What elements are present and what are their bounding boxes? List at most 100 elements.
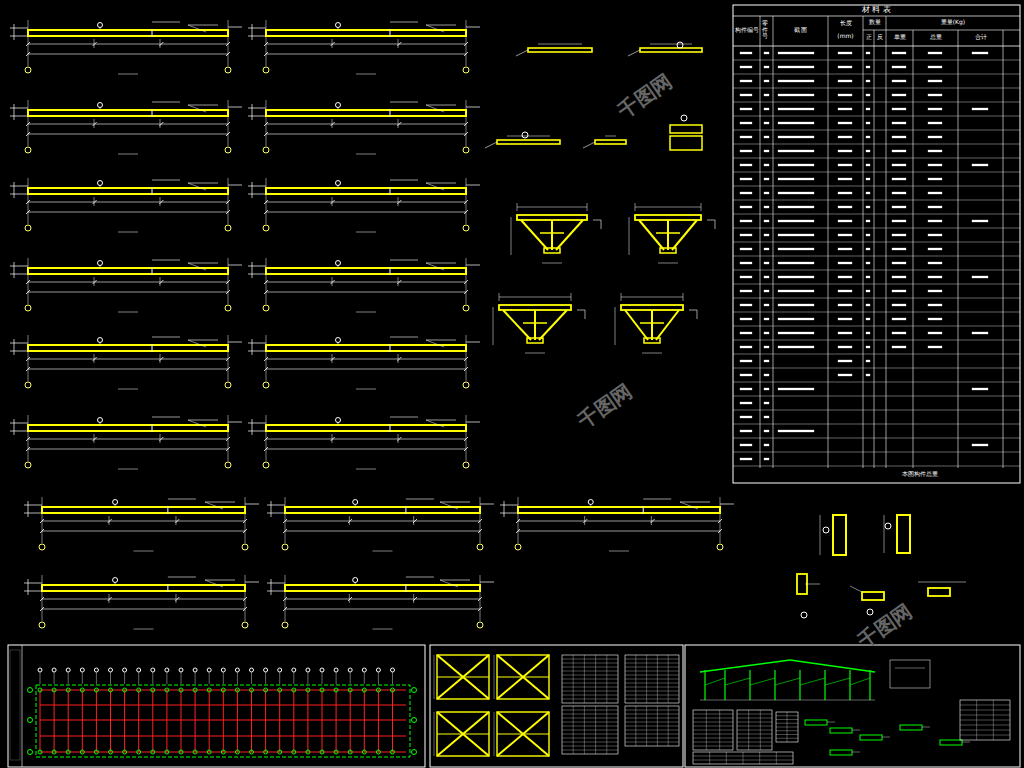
cad-line bbox=[283, 597, 287, 601]
cad-rect bbox=[740, 150, 752, 152]
cad-line bbox=[523, 322, 547, 324]
cad-line bbox=[583, 519, 587, 523]
cad-rect bbox=[28, 268, 228, 274]
cad-line bbox=[625, 734, 679, 735]
cad-rect bbox=[892, 346, 906, 348]
cad-line bbox=[332, 119, 333, 128]
cad-line bbox=[10, 351, 28, 352]
cad-line bbox=[625, 663, 679, 664]
cad-line bbox=[267, 583, 285, 584]
cad-line bbox=[248, 28, 266, 29]
cad-line bbox=[264, 200, 268, 204]
cad-circle bbox=[376, 688, 380, 692]
cad-line bbox=[252, 24, 253, 40]
cad-rect bbox=[838, 122, 852, 124]
cad-line bbox=[562, 714, 618, 715]
cad-line bbox=[279, 690, 280, 752]
cad-line bbox=[40, 719, 406, 720]
cad-circle bbox=[336, 103, 341, 108]
cad-circle bbox=[38, 668, 42, 672]
cad-line bbox=[960, 730, 1010, 731]
cad-line bbox=[331, 122, 335, 126]
cad-line bbox=[790, 660, 875, 672]
cad-rect bbox=[778, 178, 814, 180]
cad-circle bbox=[98, 103, 103, 108]
cad-rect bbox=[778, 346, 814, 348]
cad-line bbox=[733, 410, 1020, 411]
cad-circle bbox=[334, 668, 338, 672]
cad-line bbox=[525, 353, 545, 354]
cad-line bbox=[1003, 30, 1004, 468]
cad-line bbox=[405, 506, 406, 514]
cad-circle bbox=[250, 668, 254, 672]
cad-line bbox=[466, 185, 480, 186]
cad-line bbox=[733, 326, 1020, 327]
cad-line bbox=[356, 312, 376, 313]
cad-line bbox=[583, 142, 595, 148]
cad-line bbox=[188, 25, 206, 32]
cad-line bbox=[922, 727, 930, 728]
cad-line bbox=[715, 220, 716, 229]
cad-rect bbox=[764, 430, 769, 432]
cad-rect bbox=[838, 290, 852, 292]
cad-rect bbox=[740, 248, 752, 250]
cad-rect bbox=[866, 262, 870, 264]
cad-line bbox=[54, 690, 55, 752]
cad-rect bbox=[838, 346, 852, 348]
cad-line bbox=[252, 182, 253, 198]
cad-rect bbox=[892, 94, 906, 96]
cad-line bbox=[556, 220, 583, 250]
cad-line bbox=[392, 672, 393, 684]
cad-rect bbox=[890, 660, 930, 688]
cad-line bbox=[787, 712, 788, 742]
cad-rect bbox=[740, 108, 752, 110]
cad-line bbox=[40, 519, 44, 523]
cad-line bbox=[625, 710, 679, 711]
cad-line bbox=[26, 42, 30, 46]
cad-line bbox=[625, 687, 679, 688]
cad-line bbox=[348, 597, 352, 601]
cad-rect bbox=[670, 136, 702, 150]
cad-line bbox=[657, 706, 658, 746]
table-header: 构件编号 bbox=[733, 27, 760, 34]
cad-line bbox=[42, 531, 245, 532]
cad-line bbox=[590, 505, 591, 508]
cad-line bbox=[426, 340, 444, 347]
cad-line bbox=[390, 337, 418, 338]
cad-circle bbox=[28, 688, 33, 693]
cad-circle bbox=[113, 578, 118, 583]
cad-line bbox=[437, 677, 489, 678]
cad-line bbox=[266, 20, 267, 66]
cad-line bbox=[497, 655, 549, 699]
cad-rect bbox=[740, 164, 752, 166]
cad-line bbox=[733, 270, 1020, 271]
cad-rect bbox=[778, 108, 814, 110]
cad-circle bbox=[94, 688, 98, 692]
cad-line bbox=[398, 39, 399, 48]
cad-line bbox=[625, 659, 679, 660]
cad-circle bbox=[278, 688, 282, 692]
cad-rect bbox=[764, 80, 769, 82]
cad-rect bbox=[838, 192, 852, 194]
cad-rect bbox=[764, 416, 769, 418]
cad-circle bbox=[52, 750, 56, 754]
cad-line bbox=[464, 280, 468, 284]
cad-line bbox=[485, 142, 497, 148]
cad-circle bbox=[165, 688, 169, 692]
cad-line bbox=[562, 663, 618, 664]
cad-line bbox=[175, 516, 176, 525]
cad-line bbox=[562, 734, 618, 735]
cad-line bbox=[800, 678, 825, 685]
cad-rect bbox=[764, 234, 769, 236]
cad-rect bbox=[940, 740, 962, 745]
cad-line bbox=[266, 100, 267, 146]
cad-rect bbox=[928, 108, 942, 110]
cad-rect bbox=[778, 318, 814, 320]
cad-line bbox=[651, 310, 653, 340]
cad-line bbox=[426, 25, 444, 32]
cad-rect bbox=[740, 122, 752, 124]
cad-line bbox=[406, 577, 434, 578]
cad-line bbox=[223, 672, 224, 684]
cad-line bbox=[188, 263, 218, 264]
cad-rect bbox=[740, 430, 752, 432]
